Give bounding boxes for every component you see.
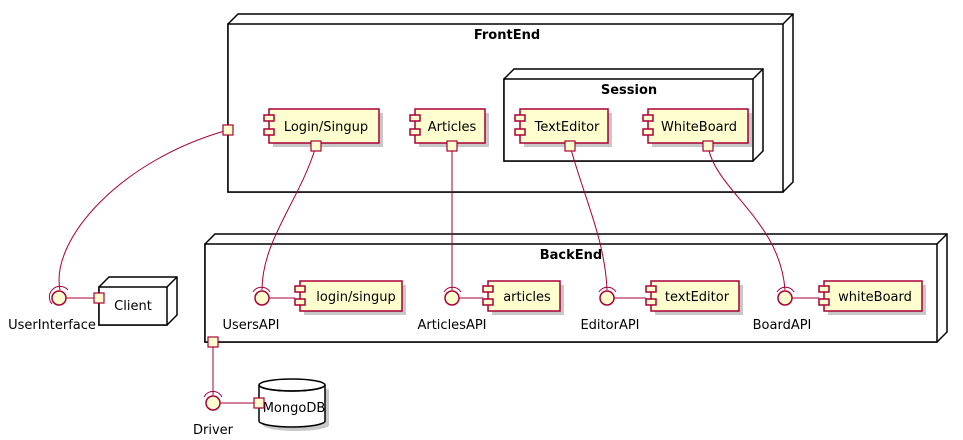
component-be-white-board[interactable]: whiteBoard: [818, 280, 926, 315]
component-articles[interactable]: Articles: [409, 108, 489, 152]
articles-api-label: ArticlesAPI: [417, 318, 486, 333]
white-board-port: [702, 140, 714, 152]
backend-title: BackEnd: [540, 248, 602, 263]
be-white-board-label: whiteBoard: [838, 290, 912, 305]
articles-label: Articles: [428, 120, 477, 135]
mongodb-port: [253, 397, 265, 409]
client-node: Client: [98, 276, 178, 326]
interface-users-api[interactable]: UsersAPI: [223, 286, 280, 333]
editor-api-label: EditorAPI: [580, 318, 639, 333]
login-singup-label: Login/Singup: [284, 120, 368, 135]
text-editor-label: TextEditor: [534, 120, 600, 135]
frontend-title: FrontEnd: [474, 28, 540, 43]
mongodb-label: MongoDB: [263, 401, 326, 416]
user-interface-label: UserInterface: [8, 318, 96, 333]
be-login-singup-label: login/singup: [316, 290, 395, 305]
interface-driver[interactable]: Driver: [193, 390, 234, 438]
connections: [58, 129, 819, 404]
session-title: Session: [601, 83, 657, 98]
board-api-label: BoardAPI: [753, 318, 812, 333]
component-be-articles[interactable]: articles: [482, 280, 564, 315]
interface-board-api[interactable]: BoardAPI: [753, 286, 812, 333]
interface-articles-api[interactable]: ArticlesAPI: [417, 286, 487, 333]
frontend-port: [222, 124, 234, 136]
articles-port: [446, 140, 458, 152]
component-login-singup[interactable]: Login/Singup: [263, 108, 383, 152]
database-mongodb[interactable]: MongoDB: [253, 378, 329, 431]
users-api-label: UsersAPI: [223, 318, 280, 333]
interface-editor-api[interactable]: EditorAPI: [580, 286, 640, 333]
text-editor-port: [564, 140, 576, 152]
client-label: Client: [114, 299, 152, 314]
white-board-label: WhiteBoard: [661, 120, 737, 135]
driver-label: Driver: [193, 423, 234, 438]
login-singup-port: [310, 140, 322, 152]
client-port: [93, 292, 105, 304]
be-text-editor-label: textEditor: [665, 290, 730, 305]
backend-port: [207, 336, 219, 348]
component-text-editor[interactable]: TextEditor: [514, 108, 612, 152]
interface-user-interface[interactable]: UserInterface: [8, 285, 96, 333]
component-be-text-editor[interactable]: textEditor: [645, 280, 743, 315]
be-articles-label: articles: [503, 290, 551, 305]
component-be-login-singup[interactable]: login/singup: [294, 280, 406, 315]
component-white-board[interactable]: WhiteBoard: [642, 108, 752, 152]
